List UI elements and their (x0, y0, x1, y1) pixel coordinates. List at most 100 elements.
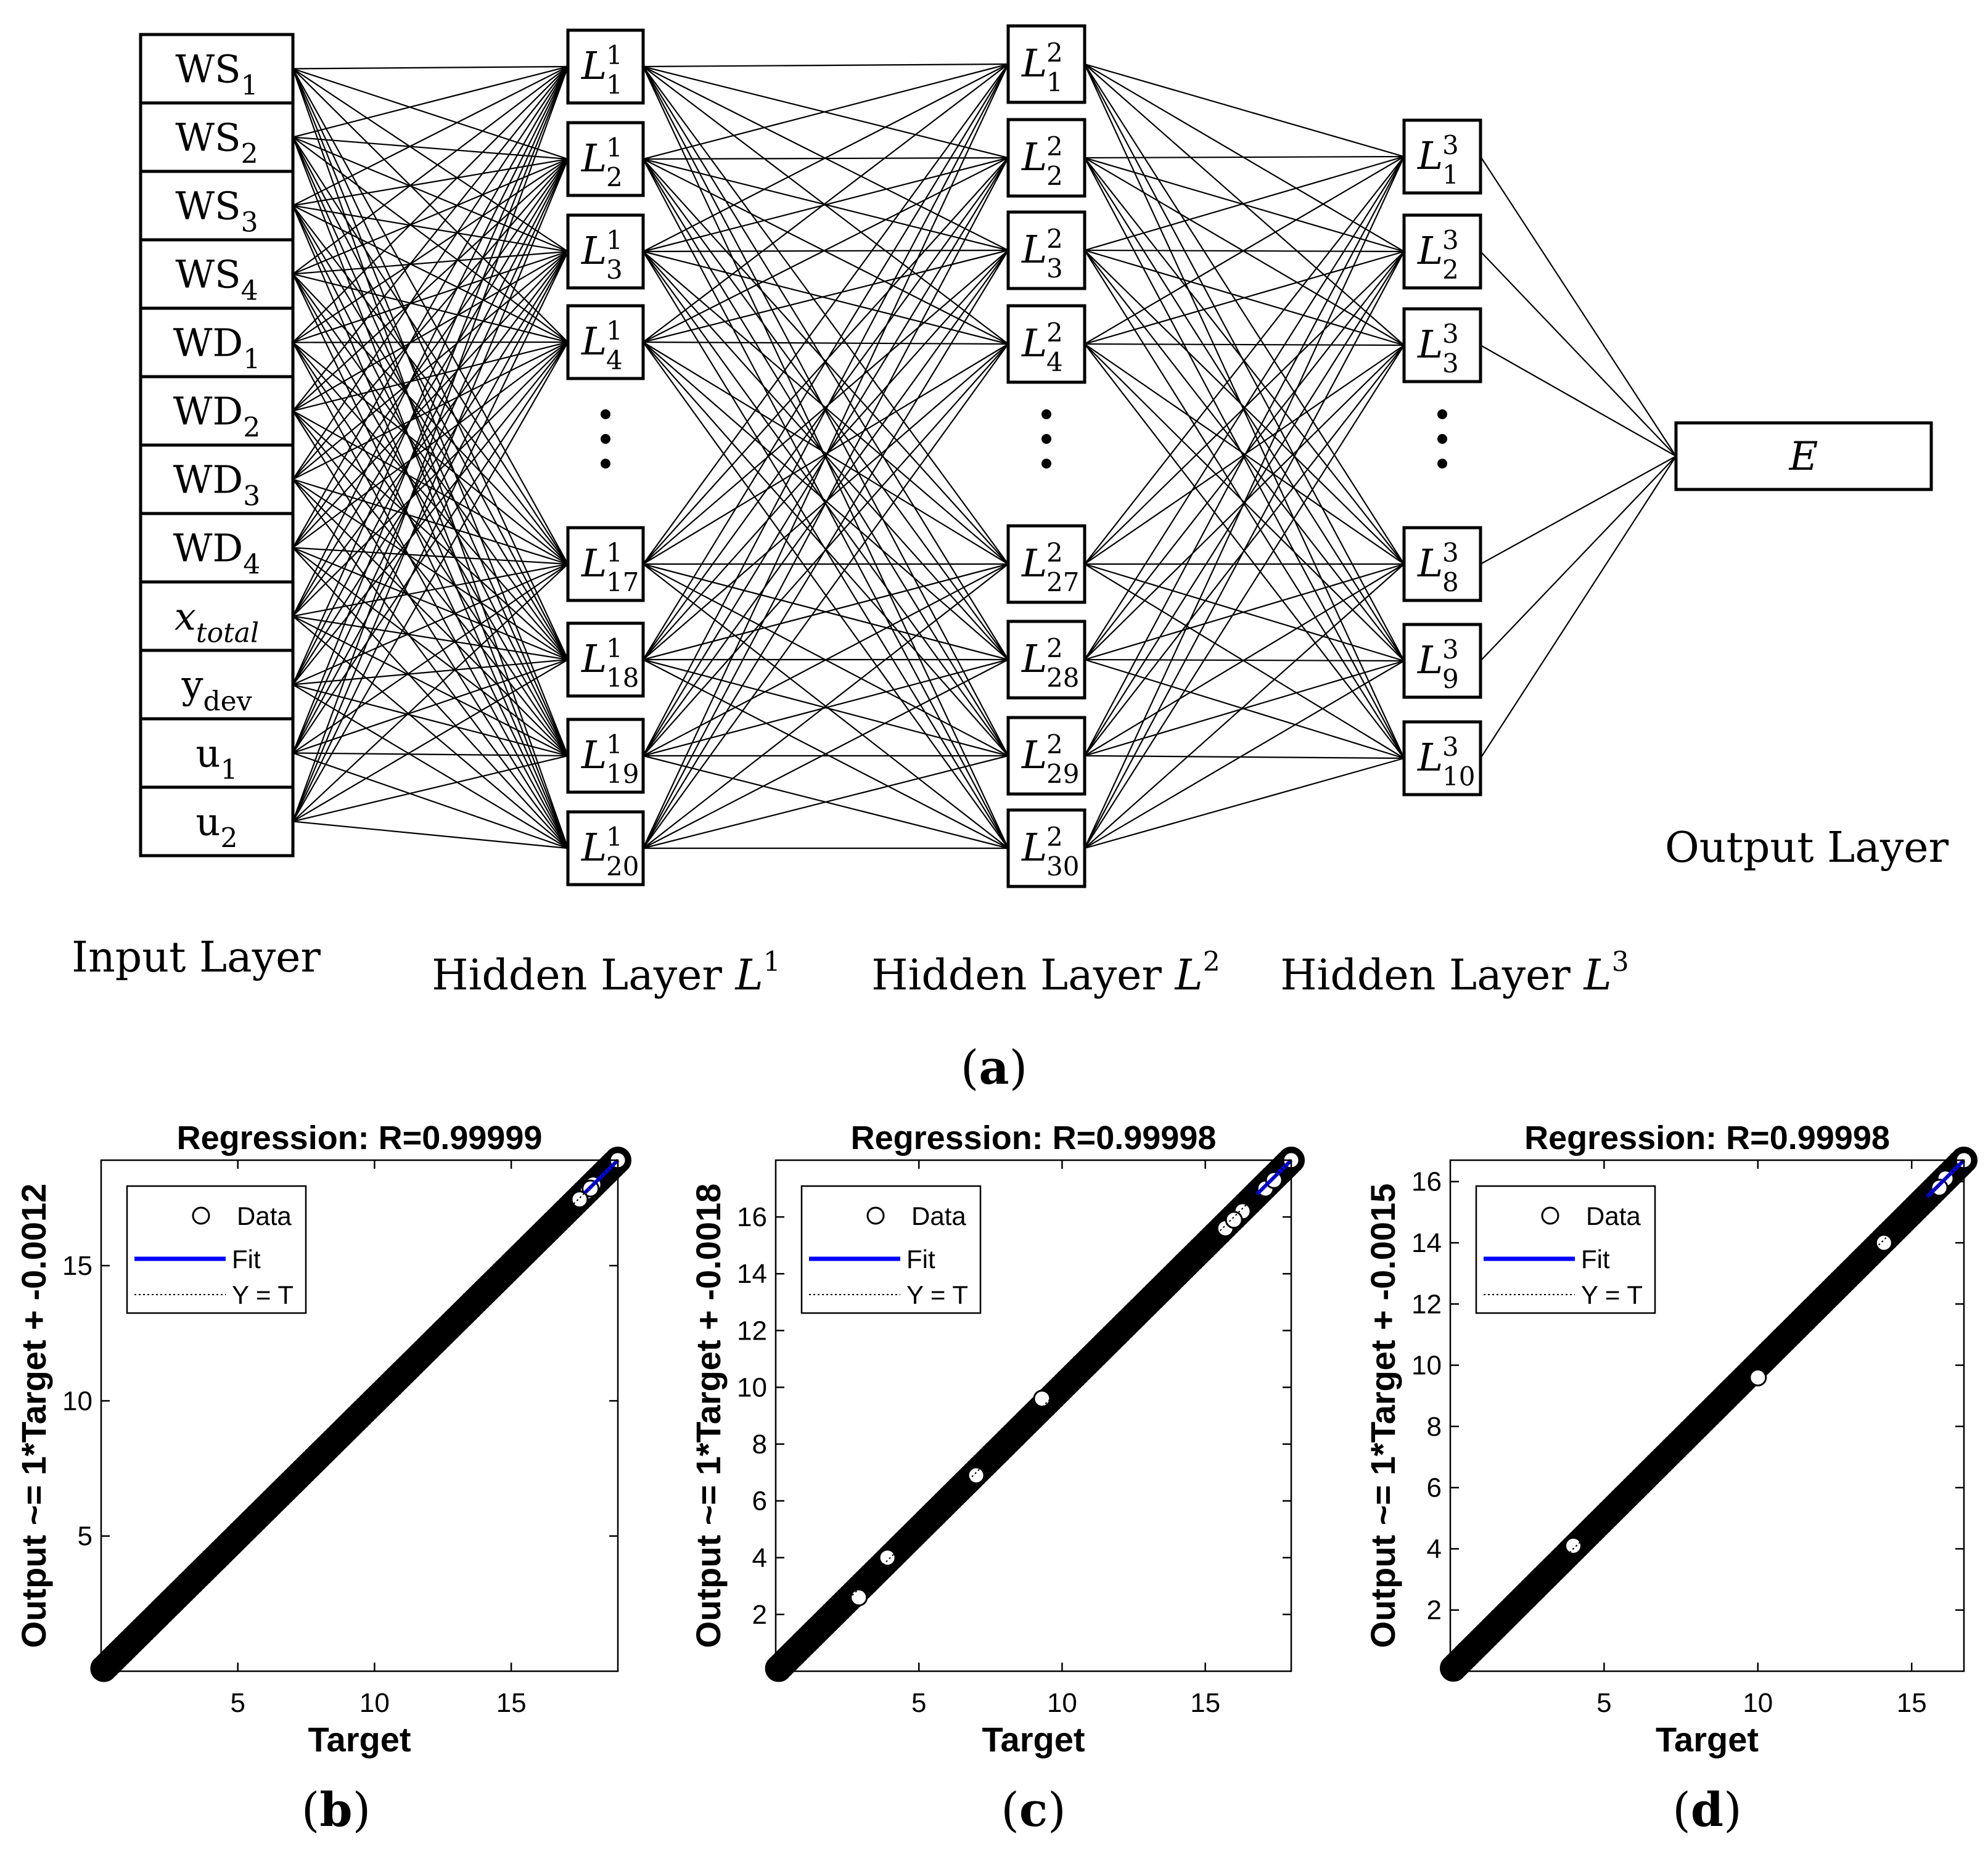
input-h1-connection (292, 410, 569, 565)
input-h1-connection (292, 251, 569, 686)
data-point (1265, 1171, 1283, 1189)
legend-entry-label: Fit (1581, 1245, 1610, 1274)
h1-h2-connection (643, 755, 1009, 849)
h1-h2-connection (643, 563, 1009, 756)
input-h1-connection (292, 250, 569, 275)
h2-h3-connection (1084, 63, 1405, 759)
y-axis-label: Output ~= 1*Target + -0.0018 (689, 1184, 728, 1648)
h2-h3-connection (1084, 156, 1405, 849)
x-tick-label: 15 (1190, 1688, 1220, 1718)
input-h1-connection (292, 68, 569, 660)
output-node-box (1674, 421, 1933, 491)
input-h1-connection (292, 615, 569, 661)
y-tick-label: 10 (62, 1386, 92, 1416)
h1-h2-connection (643, 342, 1009, 565)
y-tick-label: 8 (752, 1430, 767, 1460)
input-h1-connection (292, 66, 569, 412)
y-tick-label: 12 (1411, 1289, 1442, 1319)
hidden2-node-box (1006, 716, 1086, 796)
input-h1-connection (292, 158, 569, 275)
input-h1-connection (292, 66, 569, 343)
y-axis-label: Output ~= 1*Target + -0.0012 (14, 1184, 53, 1648)
input-h1-connection (292, 752, 569, 757)
input-h1-connection (292, 251, 569, 549)
hidden2-node-box (1006, 210, 1086, 290)
hidden3-node-box (1402, 526, 1482, 602)
input-h1-connection (292, 251, 569, 822)
h2-h3-connection (1084, 157, 1405, 253)
legend-entry-label: Data (237, 1201, 292, 1230)
h2-h3-connection (1084, 250, 1405, 345)
input-h1-connection (292, 68, 569, 252)
hidden1-node-box (566, 304, 645, 380)
input-h1-connection (292, 752, 569, 849)
input-node-label: WS1 (175, 47, 258, 102)
y-tick-label: 10 (737, 1372, 767, 1402)
hidden3-node-box (1402, 623, 1482, 699)
y-tick-label: 16 (1411, 1167, 1442, 1197)
input-h1-connection (292, 136, 569, 565)
input-node-box (139, 33, 295, 105)
input-h1-connection (292, 66, 569, 480)
legend-data-marker (866, 1206, 885, 1225)
input-h1-connection (292, 755, 569, 822)
output-node-label: E (1789, 434, 1818, 480)
data-point (1033, 1390, 1051, 1408)
h2-h3-connection (1084, 345, 1405, 849)
h1-h2-connection (643, 249, 1009, 343)
h1-h2-connection (643, 342, 1009, 660)
chart-title: Regression: R=0.99998 (851, 1119, 1217, 1156)
h2-h3-connection (1084, 660, 1405, 757)
hidden3-ellipsis-dot (1437, 459, 1447, 469)
data-point (1749, 1368, 1767, 1386)
x-axis-label: Target (982, 1720, 1085, 1759)
legend-entry-label: Y = T (232, 1280, 294, 1309)
legend-data-marker (192, 1206, 210, 1225)
h1-h2-connection (643, 658, 1009, 757)
input-h1-connection (292, 66, 569, 822)
legend-entry-label: Data (1586, 1201, 1641, 1230)
hidden-layer-2-label: Hidden Layer L2 (871, 946, 1220, 1000)
input-h1-connection (292, 478, 569, 660)
hidden1-node-box (566, 28, 645, 105)
input-h1-connection (292, 66, 569, 275)
input-node-label: WD3 (173, 457, 260, 512)
h1-h2-connection (643, 250, 1009, 849)
h2-h3-connection (1084, 63, 1405, 158)
input-h1-connection (292, 66, 569, 549)
h1-h2-connection (643, 63, 1009, 565)
x-tick-label: 10 (1047, 1688, 1077, 1718)
h2-h3-connection (1084, 63, 1405, 661)
hidden2-node-box (1006, 24, 1086, 104)
input-h1-connection (292, 658, 569, 686)
hidden3-ellipsis-dot (1437, 434, 1447, 444)
h1-h2-connection (643, 63, 1009, 756)
identity-line (101, 1160, 618, 1672)
h2-h3-connection (1084, 155, 1405, 252)
input-node-label: WD4 (173, 526, 260, 581)
legend-entry-label: Fit (906, 1245, 935, 1274)
hidden1-node-box (566, 526, 645, 602)
input-node-box (139, 170, 295, 242)
input-h1-connection (292, 547, 569, 661)
input-node-label: u1 (196, 731, 238, 786)
input-h1-connection (292, 158, 569, 207)
hidden-layer-3-label: Hidden Layer L3 (1280, 946, 1629, 1000)
input-h1-connection (292, 251, 569, 754)
identity-line (775, 1160, 1292, 1672)
input-node-box (139, 238, 295, 310)
input-h1-connection (292, 563, 569, 617)
input-h1-connection (292, 66, 569, 207)
data-point (1930, 1179, 1949, 1197)
legend-entry-label: Data (911, 1201, 966, 1230)
data-point (570, 1190, 589, 1209)
input-node-box (139, 649, 295, 721)
input-h1-connection (292, 659, 569, 822)
input-h1-connection (292, 250, 569, 343)
input-h1-connection (292, 158, 569, 753)
